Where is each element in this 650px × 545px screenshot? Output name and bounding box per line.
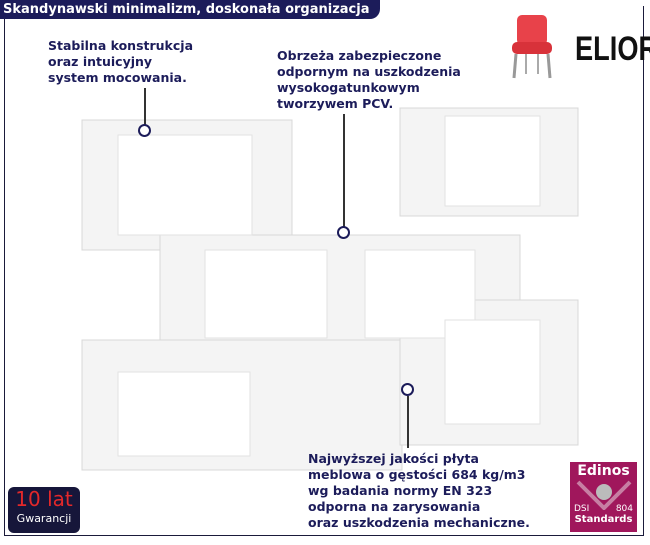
note-line: odpornym na uszkodzenia — [277, 64, 461, 79]
note-line: meblowa o gęstości 684 kg/m3 — [308, 467, 526, 482]
note-line: tworzywem PCV. — [277, 96, 394, 111]
note-line: Najwyższej jakości płyta — [308, 451, 479, 466]
brand-logo: ELIOR — [575, 30, 650, 68]
callout-line — [144, 88, 146, 126]
callout-dot — [138, 124, 151, 137]
callout-dot — [401, 383, 414, 396]
note-line: wysokogatunkowym — [277, 80, 420, 95]
warranty-years: 10 lat — [15, 487, 73, 511]
banner-title: Skandynawski minimalizm, doskonała organ… — [0, 0, 380, 19]
certificate-logo-icon — [576, 480, 631, 511]
certificate-badge: Edinos DSI 804 Standards — [570, 462, 637, 532]
warranty-badge: 10 lat Gwarancji — [8, 487, 80, 533]
callout-line — [343, 114, 345, 227]
frame — [4, 6, 644, 536]
note-line: Obrzeża zabezpieczone — [277, 48, 442, 63]
certificate-left: DSI — [574, 504, 590, 514]
note-line: oraz intuicyjny — [48, 54, 153, 69]
note-line: Stabilna konstrukcja — [48, 38, 194, 53]
note-line: wg badania normy EN 323 — [308, 483, 493, 498]
callout-line — [407, 396, 409, 448]
callout-dot — [337, 226, 350, 239]
note-line: oraz uszkodzenia mechaniczne. — [308, 515, 530, 530]
note-line: system mocowania. — [48, 70, 187, 85]
warranty-label: Gwarancji — [16, 512, 72, 525]
note-line: odporna na zarysowania — [308, 499, 481, 514]
chair-icon — [512, 15, 552, 79]
certificate-right: 804 — [615, 504, 633, 514]
certificate-brand: Edinos — [577, 463, 630, 479]
certificate-label: Standards — [574, 514, 633, 525]
